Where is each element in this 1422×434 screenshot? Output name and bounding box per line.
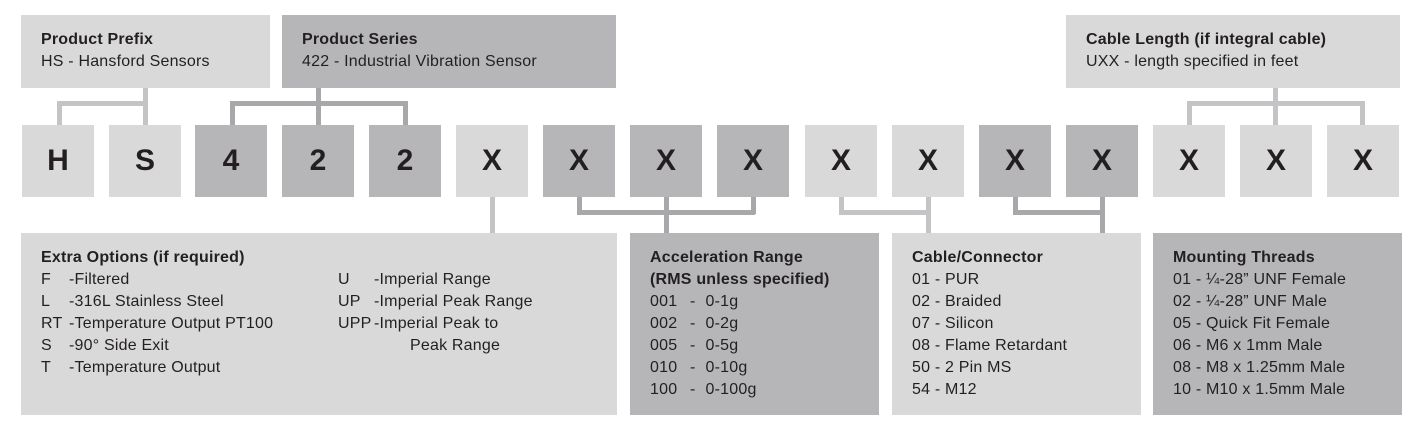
series-connector	[403, 101, 408, 125]
list-item: Peak Range	[410, 337, 501, 354]
code-char-13: X	[1066, 125, 1138, 197]
code-char-5: 2	[369, 125, 441, 197]
cable-length-connector	[1273, 101, 1278, 125]
cable-connector-connector	[839, 210, 930, 215]
mounting-connector	[1100, 197, 1105, 233]
code-char-3: 4	[195, 125, 267, 197]
list-item: 01 - PUR	[912, 271, 980, 288]
cable-connector-connector	[839, 197, 844, 214]
product-prefix-desc: HS - Hansford Sensors	[41, 53, 210, 70]
product-prefix-box: Product Prefix HS - Hansford Sensors	[21, 15, 270, 88]
cable-length-connector	[1187, 101, 1192, 125]
prefix-connector	[143, 101, 148, 125]
series-connector	[316, 101, 321, 125]
mounting-threads-box: Mounting Threads 01 - ¼-28” UNF Female 0…	[1153, 233, 1402, 415]
code-char-7: X	[543, 125, 615, 197]
code-char-9: X	[717, 125, 789, 197]
acceleration-range-list: 001-0-1g 002-0-2g 005-0-5g 010-0-10g 100…	[650, 291, 861, 401]
list-item: T- Temperature Output	[41, 359, 221, 376]
cable-connector-list: 01 - PUR 02 - Braided 07 - Silicon 08 - …	[912, 269, 1123, 401]
mounting-threads-title: Mounting Threads	[1173, 249, 1315, 266]
extra-options-title: Extra Options (if required)	[41, 249, 245, 266]
cable-length-title: Cable Length (if integral cable)	[1086, 31, 1327, 48]
list-item: 10 - M10 x 1.5mm Male	[1173, 381, 1346, 398]
code-char-16: X	[1327, 125, 1399, 197]
cable-connector-title: Cable/Connector	[912, 249, 1044, 266]
extra-options-connector	[490, 197, 495, 233]
cable-length-connector	[1273, 88, 1278, 105]
product-series-title: Product Series	[302, 31, 418, 48]
acceleration-range-title: Acceleration Range	[650, 249, 803, 266]
extra-options-list: F- Filtered L- 316L Stainless Steel RT- …	[41, 269, 599, 389]
list-item: 08 - Flame Retardant	[912, 337, 1068, 354]
list-item: 08 - M8 x 1.25mm Male	[1173, 359, 1346, 376]
code-char-15: X	[1240, 125, 1312, 197]
code-char-4: 2	[282, 125, 354, 197]
list-item: 05 - Quick Fit Female	[1173, 315, 1331, 332]
list-item: UP- Imperial Peak Range	[338, 293, 533, 310]
list-item: 50 - 2 Pin MS	[912, 359, 1012, 376]
acceleration-range-subtitle: (RMS unless specified)	[650, 271, 830, 288]
list-item: 02 - Braided	[912, 293, 1002, 310]
product-series-desc: 422 - Industrial Vibration Sensor	[302, 53, 537, 70]
extra-options-box: Extra Options (if required) F- Filtered …	[21, 233, 617, 415]
extra-options-right-col: U- Imperial Range UP- Imperial Peak Rang…	[338, 269, 533, 357]
cable-connector-box: Cable/Connector 01 - PUR 02 - Braided 07…	[892, 233, 1141, 415]
list-item: UPP- Imperial Peak to	[338, 315, 499, 332]
code-char-12: X	[979, 125, 1051, 197]
list-item: 02 - ¼-28” UNF Male	[1173, 293, 1328, 310]
list-item: 07 - Silicon	[912, 315, 994, 332]
list-item: L- 316L Stainless Steel	[41, 293, 224, 310]
series-connector	[316, 88, 321, 105]
prefix-connector	[57, 101, 62, 125]
code-char-10: X	[805, 125, 877, 197]
list-item: RT- Temperature Output PT100	[41, 315, 274, 332]
mounting-threads-list: 01 - ¼-28” UNF Female 02 - ¼-28” UNF Mal…	[1173, 269, 1384, 401]
list-item: 010-0-10g	[650, 359, 748, 376]
series-connector	[230, 101, 235, 125]
mounting-connector	[1013, 197, 1018, 214]
acceleration-connector	[577, 197, 582, 214]
code-char-8: X	[630, 125, 702, 197]
cable-length-desc: UXX - length specified in feet	[1086, 53, 1299, 70]
code-char-2: S	[109, 125, 181, 197]
acceleration-range-box: Acceleration Range (RMS unless specified…	[630, 233, 879, 415]
acceleration-connector	[664, 197, 669, 233]
list-item: U- Imperial Range	[338, 271, 491, 288]
code-char-1: H	[22, 125, 94, 197]
list-item: 01 - ¼-28” UNF Female	[1173, 271, 1347, 288]
code-char-14: X	[1153, 125, 1225, 197]
product-series-box: Product Series 422 - Industrial Vibratio…	[282, 15, 616, 88]
cable-connector-connector	[926, 197, 931, 233]
list-item: 002-0-2g	[650, 315, 739, 332]
code-char-6: X	[456, 125, 528, 197]
list-item: 005-0-5g	[650, 337, 739, 354]
acceleration-connector	[751, 197, 756, 214]
cable-length-connector	[1360, 101, 1365, 125]
extra-options-left-col: F- Filtered L- 316L Stainless Steel RT- …	[41, 269, 273, 379]
code-char-11: X	[892, 125, 964, 197]
prefix-connector	[57, 101, 146, 106]
list-item: 001-0-1g	[650, 293, 739, 310]
list-item: 06 - M6 x 1mm Male	[1173, 337, 1323, 354]
cable-length-box: Cable Length (if integral cable) UXX - l…	[1066, 15, 1400, 88]
list-item: S- 90° Side Exit	[41, 337, 169, 354]
prefix-connector	[143, 88, 148, 105]
mounting-connector	[1013, 210, 1104, 215]
list-item: 100-0-100g	[650, 381, 757, 398]
list-item: 54 - M12	[912, 381, 977, 398]
list-item: F- Filtered	[41, 271, 130, 288]
product-prefix-title: Product Prefix	[41, 31, 154, 48]
